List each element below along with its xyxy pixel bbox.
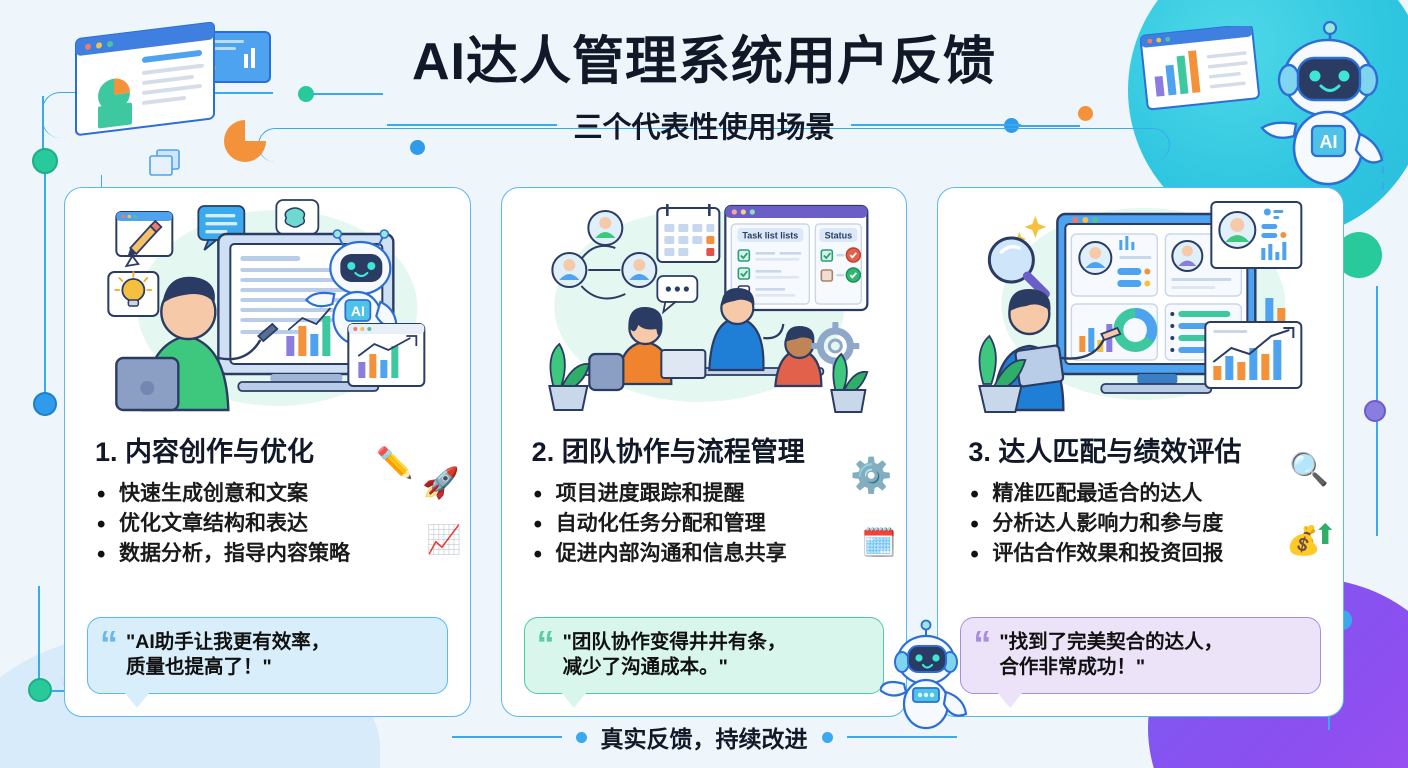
page-header: AI达人管理系统用户反馈 三个代表性使用场景 bbox=[0, 0, 1408, 146]
list-item: 项目进度跟踪和提醒 bbox=[534, 478, 893, 512]
scenario-card-3[interactable]: 3. 达人匹配与绩效评估 精准匹配最适合的达人 分析达人影响力和参与度 评估合作… bbox=[937, 187, 1345, 717]
dashed-line bbox=[1382, 150, 1384, 196]
mini-robot-mascot-icon bbox=[880, 619, 968, 730]
footer-dot-right bbox=[821, 731, 833, 743]
node-dot-blue bbox=[33, 392, 57, 416]
node-dot-orange bbox=[1078, 106, 1093, 121]
page-subtitle: 三个代表性使用场景 bbox=[573, 112, 835, 145]
subtitle-row: 三个代表性使用场景 bbox=[0, 104, 1408, 146]
scenario-card-2[interactable]: Task list lists Status bbox=[500, 187, 908, 717]
scenario-card-row: AI 1. 内容创作与优化 快速生成创意和文案 优化文章结构和表达 数据分析，指… bbox=[64, 187, 1345, 717]
team-collaboration-scene-icon: Task list lists Status bbox=[547, 204, 869, 413]
list-item: 精准匹配最适合的达人 bbox=[970, 478, 1329, 512]
list-item: 评估合作效果和投资回报 bbox=[970, 538, 1329, 572]
subtitle-rule-left bbox=[387, 124, 558, 126]
scenario-card-1[interactable]: AI 1. 内容创作与优化 快速生成创意和文案 优化文章结构和表达 数据分析，指… bbox=[64, 187, 471, 717]
list-item: 自动化任务分配和管理 bbox=[534, 508, 893, 542]
footer-rule-right bbox=[846, 736, 957, 738]
node-dot-green-small bbox=[298, 86, 314, 102]
node-dot-purple bbox=[1364, 400, 1386, 422]
page-title: AI达人管理系统用户反馈 bbox=[411, 33, 996, 91]
illustration-team-collaboration: Task list lists Status bbox=[516, 198, 893, 416]
connector-line bbox=[38, 586, 40, 682]
connector-line bbox=[44, 174, 46, 394]
decorative-browser-window-icon bbox=[75, 22, 215, 136]
pacman-shape-icon bbox=[224, 120, 266, 162]
list-item: 分析达人影响力和参与度 bbox=[970, 508, 1329, 542]
illustration-content-creation: AI bbox=[79, 198, 456, 416]
card-3-quote-bubble: “ "找到了完美契合的达人， 合作非常成功！" bbox=[960, 616, 1322, 709]
svg-text:Status: Status bbox=[824, 231, 852, 241]
footer-dot-left bbox=[575, 731, 587, 743]
content-creation-scene-icon: AI bbox=[107, 199, 426, 412]
card-1-quote-text: "AI助手让我更有效率， 质量也提高了！" bbox=[126, 630, 331, 679]
talent-matching-scene-icon bbox=[978, 201, 1303, 413]
svg-text:AI: AI bbox=[1320, 132, 1338, 152]
card-3-quote-text: "找到了完美契合的达人， 合作非常成功！" bbox=[999, 630, 1224, 679]
card-1-quote-bubble: “ "AI助手让我更有效率， 质量也提高了！" bbox=[87, 616, 448, 709]
quote-mark-icon: “ bbox=[973, 622, 992, 664]
card-2-bullet-list: 项目进度跟踪和提醒 自动化任务分配和管理 促进内部沟通和信息共享 bbox=[534, 478, 893, 572]
connector-line bbox=[1018, 125, 1080, 127]
quote-mark-icon: “ bbox=[100, 622, 118, 664]
card-3-bullet-list: 精准匹配最适合的达人 分析达人影响力和参与度 评估合作效果和投资回报 bbox=[970, 478, 1329, 572]
decorative-bar-chart-window-icon bbox=[1140, 26, 1260, 111]
list-item: 促进内部沟通和信息共享 bbox=[534, 538, 893, 572]
list-item: 优化文章结构和表达 bbox=[97, 508, 456, 542]
node-dot-green bbox=[28, 678, 52, 702]
page-footer: 真实反馈，持续改进 bbox=[0, 720, 1408, 754]
node-dot-blue-small bbox=[410, 140, 425, 155]
connector-line bbox=[313, 93, 383, 95]
illustration-talent-matching bbox=[952, 198, 1329, 416]
ai-robot-mascot-icon: AI bbox=[1260, 20, 1384, 186]
card-1-bullet-list: 快速生成创意和文案 优化文章结构和表达 数据分析，指导内容策略 bbox=[97, 478, 456, 572]
svg-text:Task list lists: Task list lists bbox=[742, 231, 798, 241]
quote-mark-icon: “ bbox=[536, 622, 555, 664]
stacked-squares-icon bbox=[149, 149, 180, 176]
card-1-title: 1. 内容创作与优化 bbox=[95, 437, 315, 467]
card-2-quote-bubble: “ "团队协作变得井井有条， 减少了沟通成本。" bbox=[523, 616, 885, 709]
footer-rule-left bbox=[451, 736, 562, 738]
card-3-title: 3. 达人匹配与绩效评估 bbox=[968, 437, 1242, 467]
card-2-title: 2. 团队协作与流程管理 bbox=[531, 437, 805, 467]
footer-text: 真实反馈，持续改进 bbox=[600, 726, 808, 752]
node-dot-green bbox=[32, 148, 58, 174]
connector-corner bbox=[42, 92, 94, 138]
svg-text:AI: AI bbox=[351, 303, 365, 319]
subtitle-rule-right bbox=[850, 124, 1021, 126]
list-item: 数据分析，指导内容策略 bbox=[97, 538, 456, 572]
card-2-quote-text: "团队协作变得井井有条， 减少了沟通成本。" bbox=[562, 630, 787, 679]
list-item: 快速生成创意和文案 bbox=[97, 478, 456, 512]
